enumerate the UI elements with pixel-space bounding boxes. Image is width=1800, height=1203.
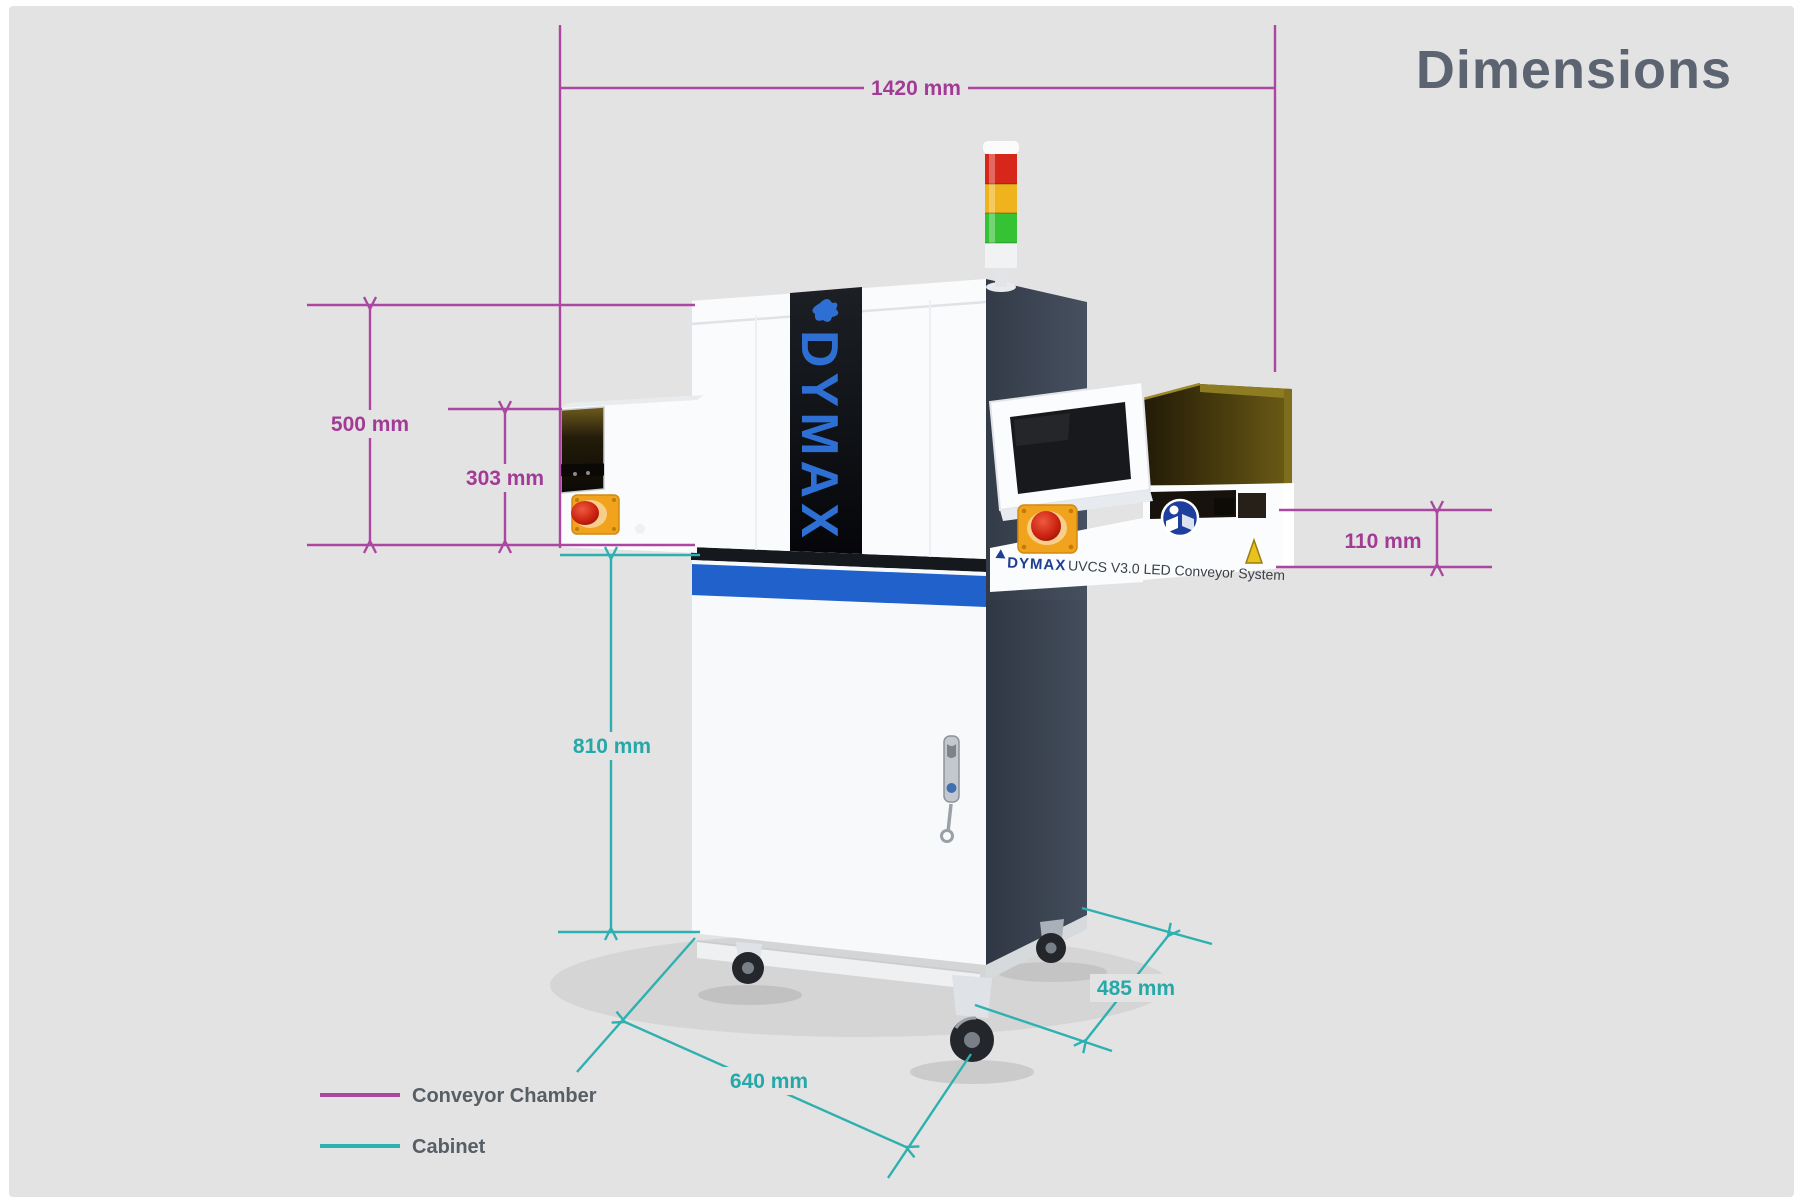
dymax-triangle-logo <box>995 549 1006 559</box>
legend-label-cabinet: Cabinet <box>412 1136 486 1158</box>
emergency-stop-button <box>1017 504 1078 554</box>
conveyor-outlet: DYMAX UVCS V3.0 LED Conveyor System <box>988 380 1294 592</box>
touchscreen <box>1010 402 1131 494</box>
dim-label-1420: 1420 mm <box>871 77 961 100</box>
signal-tower-icon <box>983 141 1019 292</box>
signal-tower-cap <box>983 141 1019 154</box>
brand-text: DYMAX <box>1007 555 1067 575</box>
outlet-drive-unit <box>1238 493 1266 518</box>
cabinet-top-seam <box>691 547 986 572</box>
signal-light-green <box>985 213 1017 243</box>
legend-label-conveyor-chamber: Conveyor Chamber <box>412 1085 597 1107</box>
dimension-labels: 1420 mm 500 mm 303 mm 110 mm 810 mm 640 … <box>331 77 1422 1093</box>
cabinet-plinth-front <box>697 940 980 990</box>
chamber-logo-stripe <box>790 287 862 554</box>
warning-label-icon <box>1244 537 1264 564</box>
signal-light-amber <box>985 184 1017 213</box>
extension-line <box>576 937 696 1073</box>
cabinet <box>690 547 1087 1062</box>
dymax-logo-mark <box>812 299 839 322</box>
touchscreen-console <box>988 380 1153 521</box>
read-manual-icon <box>1160 498 1200 538</box>
dim-label-303: 303 mm <box>466 467 544 490</box>
inlet-fastener <box>635 524 645 534</box>
dim-label-640: 640 mm <box>730 1070 808 1093</box>
dim-label-500: 500 mm <box>331 413 409 436</box>
cabinet-blue-stripe <box>691 564 986 607</box>
page-title: Dimensions <box>1416 40 1732 100</box>
dim-label-110: 110 mm <box>1344 530 1421 553</box>
signal-tower-base <box>985 243 1017 268</box>
door-key <box>946 803 953 833</box>
cabinet-door <box>691 560 986 965</box>
outlet-housing-left <box>990 518 1143 592</box>
caster-fork <box>952 975 992 1018</box>
door-handle <box>940 735 960 843</box>
dim-label-485: 485 mm <box>1097 977 1175 1000</box>
dimension-label-backgrounds <box>325 74 1182 1095</box>
dim-label-810: 810 mm <box>573 735 651 758</box>
outlet-hood <box>1142 382 1292 487</box>
conveyor-inlet <box>560 395 704 553</box>
cabinet-side-panel <box>986 555 1087 965</box>
outlet-end-face <box>1283 484 1294 567</box>
dymax-vertical-logo: DYMAX <box>790 330 848 543</box>
inlet-window-sill <box>561 463 604 477</box>
legend: Conveyor Chamber Cabinet <box>320 1085 597 1158</box>
inlet-window <box>560 406 605 494</box>
machine-illustration: DYMAX <box>550 141 1294 1084</box>
signal-tower-stem <box>995 267 1007 287</box>
signal-light-red <box>985 154 1017 184</box>
conveyor-chamber-dimensions <box>307 25 1492 577</box>
inlet-top-face <box>560 395 704 408</box>
emergency-stop-button <box>571 494 620 535</box>
